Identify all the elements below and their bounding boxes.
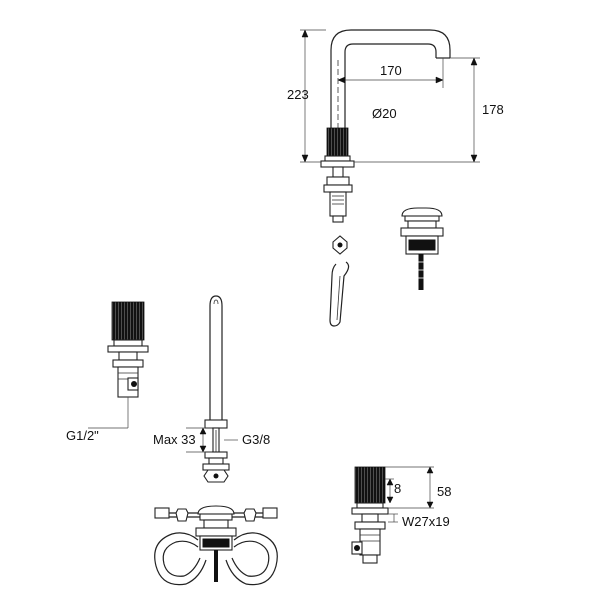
center-spout-side: Max 33 G3/8 (153, 295, 270, 483)
pop-up-waste (400, 207, 444, 290)
thread-label-g38: G3/8 (242, 432, 270, 447)
dim-label-170: 170 (380, 63, 402, 78)
dim-label-w27x19: W27x19 (402, 514, 450, 529)
spout-assembly (320, 29, 451, 223)
mounting-nut-and-hook (329, 235, 350, 327)
dim-label-8: 8 (394, 481, 401, 496)
dim-label-223: 223 (287, 87, 309, 102)
dim-label-58: 58 (437, 484, 451, 499)
thread-label-g12: G1/2" (66, 428, 99, 443)
left-valve-assembly: G1/2" (66, 301, 149, 443)
dim-label-max-33: Max 33 (153, 432, 196, 447)
spout-dimensions: 223 170 Ø20 178 (287, 29, 504, 163)
right-valve-assembly: 8 58 W27x19 (351, 466, 451, 564)
dim-label-diameter-20: Ø20 (372, 106, 397, 121)
left-valve-handle (111, 301, 145, 341)
manifold-with-hoses (154, 505, 278, 586)
right-valve-handle (354, 466, 386, 504)
dim-label-178: 178 (482, 102, 504, 117)
spout-handle (326, 127, 349, 157)
